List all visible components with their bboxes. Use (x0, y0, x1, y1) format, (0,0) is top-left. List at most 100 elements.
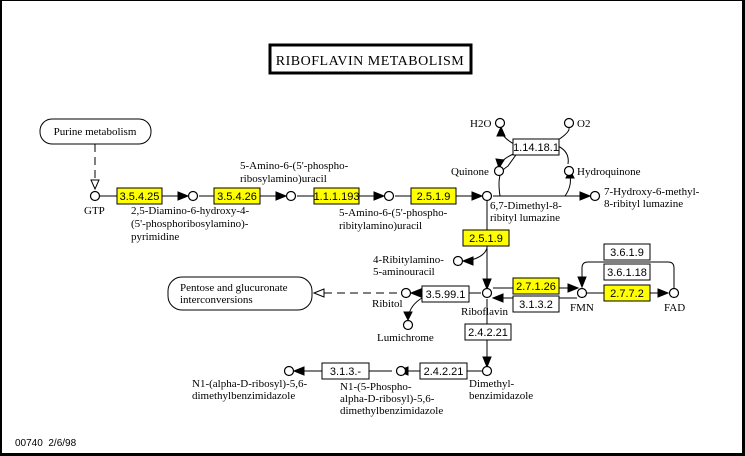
svg-text:2.4.2.21[interactable]: 2.4.2.21 (424, 366, 464, 378)
svg-text:2.5.1.9[interactable]: 2.5.1.9 (417, 191, 451, 203)
arrow-icon (482, 356, 492, 369)
label-dmb-2: benzimidazole (469, 390, 533, 402)
enzyme-2-5-1-9-a[interactable]: 2.5.1.9 (410, 187, 457, 205)
label-quinone: Quinone (451, 166, 489, 178)
enzyme-2-4-2-21-b[interactable]: 2.4.2.21 (419, 362, 468, 380)
label-ribitol: Ribitol (372, 298, 403, 310)
svg-text:2.4.2.21[interactable]: 2.4.2.21 (468, 327, 508, 339)
enzyme-2-4-2-21-a[interactable]: 2.4.2.21 (464, 323, 512, 341)
enzyme-2-7-1-26[interactable]: 2.7.1.26 (512, 277, 560, 295)
enzyme-3-6-1-9[interactable]: 3.6.1.9 (603, 243, 651, 261)
svg-text:3.5.4.26[interactable]: 3.5.4.26 (217, 191, 257, 203)
compound-riboflavin[interactable] (481, 287, 493, 299)
arrow-icon (373, 191, 386, 201)
map-link-purine-metabolism[interactable]: Purine metabolism (39, 118, 152, 145)
svg-text:3.1.3.2[interactable]: 3.1.3.2 (519, 299, 553, 311)
compound-dimethyl-ribityl-lumazine[interactable] (481, 190, 493, 202)
label-diamino-2: (5'-phosphoribosylamino)- (131, 218, 249, 230)
enzyme-3-6-1-18[interactable]: 3.6.1.18 (603, 263, 651, 281)
compound-n1-phospho-ribosyl-dmb[interactable] (395, 365, 407, 377)
enzyme-3-5-4-26[interactable]: 3.5.4.26 (213, 187, 261, 205)
compound-h2o[interactable] (494, 117, 506, 129)
hollow-arrow-icon (312, 288, 325, 298)
map-link-pentose-glucuronate[interactable]: Pentose and glucuronate interconversions (167, 276, 313, 311)
arrow-icon (496, 125, 506, 137)
label-n1-phospho-1: N1-(5-Phospho- (340, 381, 412, 393)
svg-text:3.5.99.1[interactable]: 3.5.99.1 (426, 289, 466, 301)
arrow-icon (491, 293, 504, 303)
svg-text:3.5.4.25[interactable]: 3.5.4.25 (120, 191, 160, 203)
arrow-icon (403, 311, 413, 322)
label-fad: FAD (664, 302, 685, 314)
label-dmb-1: Dimethyl- (469, 378, 515, 390)
label-n1-alpha-2: dimethylbenzimidazole (192, 390, 295, 402)
svg-text:2.7.7.2[interactable]: 2.7.7.2 (610, 288, 644, 300)
arrow-icon (567, 283, 580, 293)
compound-n1-alpha-ribosyl-dmb[interactable] (283, 365, 295, 377)
label-ribitylamino-1: 4-Ribitylamino- (373, 254, 444, 266)
svg-text:1.14.18.1[interactable]: 1.14.18.1 (513, 142, 559, 154)
arrow-icon (292, 366, 305, 376)
label-lumichrome: Lumichrome (377, 332, 434, 344)
enzyme-2-7-7-2[interactable]: 2.7.7.2 (603, 284, 651, 302)
arrow-icon (471, 191, 484, 201)
compound-fad[interactable] (668, 287, 680, 299)
enzyme-3-1-3-2[interactable]: 3.1.3.2 (512, 295, 560, 313)
compound-lumichrome[interactable] (402, 319, 414, 331)
label-hydroxy-lumazine-2: 8-ribityl lumazine (604, 198, 683, 210)
arrow-icon (579, 191, 592, 201)
title-box: RIBOFLAVIN METABOLISM (268, 43, 473, 75)
label-amino-ribosyl-1: 5-Amino-6-(5'-phospho- (240, 160, 349, 172)
compound-o2[interactable] (563, 117, 575, 129)
compound-amino-ribosylamino-uracil[interactable] (285, 190, 297, 202)
label-gtp: GTP (84, 205, 105, 217)
compound-diamino-pyrimidine[interactable] (187, 190, 199, 202)
label-amino-ribityl-1: 5-Amino-6-(5'-phospho- (339, 207, 448, 219)
arrow-icon (577, 276, 587, 289)
svg-text:2.5.1.9[interactable]: 2.5.1.9 (469, 233, 503, 245)
arrow-icon (495, 158, 505, 170)
enzyme-3-5-99-1[interactable]: 3.5.99.1 (421, 285, 470, 303)
label-n1-phospho-3: dimethylbenzimidazole (340, 405, 443, 417)
label-hydroquinone: Hydroquinone (577, 166, 641, 178)
svg-text:3.1.3.-[interactable]: 3.1.3.- (330, 366, 362, 378)
compound-fmn[interactable] (576, 287, 588, 299)
arrow-icon (461, 256, 474, 266)
enzyme-1-1-1-193[interactable]: 1.1.1.193 (313, 187, 360, 205)
label-dimethyl-lumazine-2: ribityl lumazine (490, 212, 560, 224)
svg-text:3.6.1.9[interactable]: 3.6.1.9 (610, 247, 644, 259)
enzyme-3-5-4-25[interactable]: 3.5.4.25 (116, 187, 163, 205)
arrow-icon (482, 278, 492, 291)
enzyme-1-14-18-1[interactable]: 1.14.18.1 (512, 138, 560, 156)
svg-text:interconversions[interactable]: interconversions (180, 294, 253, 306)
compound-ribitol[interactable] (400, 287, 412, 299)
compound-quinone[interactable] (493, 165, 505, 177)
compound-hydroxy-methyl-ribityl-lumazine[interactable] (589, 190, 601, 202)
page-title: RIBOFLAVIN METABOLISM (276, 54, 464, 69)
arrow-icon (177, 191, 190, 201)
label-ribitylamino-2: 5-aminouracil (373, 266, 435, 278)
arrow-icon (275, 191, 288, 201)
svg-text:1.1.1.193[interactable]: 1.1.1.193 (314, 191, 360, 203)
compound-amino-ribitylamino-uracil[interactable] (383, 190, 395, 202)
label-dimethyl-lumazine-1: 6,7-Dimethyl-8- (490, 200, 562, 212)
label-hydroxy-lumazine-1: 7-Hydroxy-6-methyl- (604, 186, 700, 198)
svg-text:Pentose and glucuronate[interactable]: Pentose and glucuronate (180, 282, 288, 294)
svg-text:Purine metabolism[interactable]: Purine metabolism (54, 126, 137, 138)
enzyme-3-1-3-x[interactable]: 3.1.3.- (321, 362, 370, 380)
arrow-icon (657, 288, 670, 298)
compound-hydroquinone[interactable] (563, 165, 575, 177)
enzyme-2-5-1-9-b[interactable]: 2.5.1.9 (462, 229, 510, 247)
compound-dimethylbenzimidazole[interactable] (481, 365, 493, 377)
compound-ribitylamino-aminouracil[interactable] (452, 255, 464, 267)
label-h2o: H2O (470, 118, 491, 130)
svg-text:2.7.1.26[interactable]: 2.7.1.26 (516, 281, 556, 293)
svg-text:3.6.1.18[interactable]: 3.6.1.18 (607, 267, 647, 279)
label-diamino-3: pyrimidine (131, 231, 179, 243)
hollow-arrow-icon (90, 179, 100, 191)
label-riboflavin: Riboflavin (461, 306, 509, 318)
label-n1-phospho-2: alpha-D-ribosyl)-5,6- (340, 393, 435, 405)
compound-gtp[interactable] (89, 190, 101, 202)
